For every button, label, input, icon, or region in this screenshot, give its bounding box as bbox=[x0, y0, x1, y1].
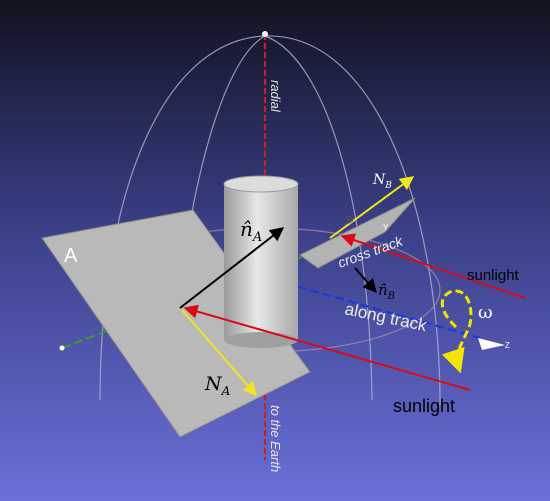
panel-a-label: A bbox=[64, 245, 78, 267]
omega-label: ω bbox=[478, 302, 493, 323]
unit-normal-b-subscript: B bbox=[387, 291, 395, 302]
normal-a-subscript: A bbox=[221, 384, 231, 398]
panel-b bbox=[299, 197, 416, 269]
unit-normal-a-label: n̂A bbox=[240, 217, 262, 245]
axis-y-label: Y bbox=[383, 223, 389, 232]
unit-normal-b-symbol: n̂ bbox=[378, 281, 388, 299]
normal-b-subscript: B bbox=[384, 181, 392, 191]
to-earth-label: to the Earth bbox=[268, 405, 283, 472]
unit-normal-a-subscript: A bbox=[252, 230, 262, 245]
normal-a-symbol: N bbox=[204, 373, 223, 395]
sunlight-upper-label: sunlight bbox=[467, 267, 520, 284]
normal-a-label: NA bbox=[204, 373, 231, 398]
sunlight-lower-label: sunlight bbox=[393, 396, 455, 416]
sunlight-rays bbox=[183, 233, 526, 391]
unit-normal-b-label: n̂B bbox=[378, 281, 395, 302]
panel-b-label: B bbox=[345, 214, 356, 227]
normal-b-symbol: N bbox=[372, 172, 386, 188]
omega-rotation-icon bbox=[440, 289, 505, 374]
radial-label: radial bbox=[268, 80, 283, 113]
normal-b-label: NB bbox=[372, 172, 392, 191]
unit-normal-a-symbol: n̂ bbox=[240, 217, 253, 241]
normal-vectors bbox=[179, 176, 415, 397]
axis-z-label: Z bbox=[505, 341, 510, 350]
